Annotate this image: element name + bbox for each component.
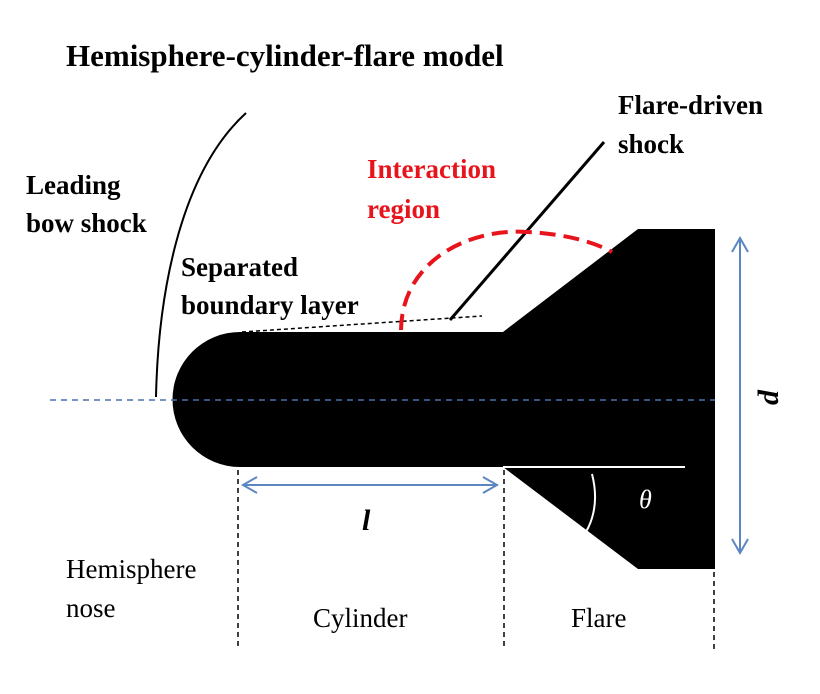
bow-shock-label-1: Leading (26, 170, 121, 200)
flare-driven-shock-label-2: shock (618, 129, 684, 159)
separated-boundary-layer-line (241, 315, 483, 333)
separated-layer-label-2: boundary layer (181, 290, 359, 320)
hemisphere-nose-label-1: Hemisphere (66, 554, 196, 584)
interaction-region-label-1: Interaction (367, 154, 496, 184)
length-symbol: l (362, 504, 371, 537)
diameter-dimension-arrow (731, 235, 749, 556)
diameter-symbol: d (752, 389, 785, 405)
separated-layer-label-1: Separated (181, 252, 298, 282)
flare-driven-shock-label-1: Flare-driven (618, 90, 763, 120)
model-body (172, 229, 715, 569)
angle-symbol: θ (639, 485, 652, 514)
diagram-title: Hemisphere-cylinder-flare model (66, 38, 504, 73)
interaction-region-arc (399, 229, 613, 331)
length-dimension-arrow (240, 476, 500, 494)
bow-shock-label-2: bow shock (26, 208, 147, 238)
cylinder-label: Cylinder (313, 603, 408, 633)
flare-angle-arc (567, 473, 596, 551)
interaction-region-label-2: region (367, 194, 440, 224)
flare-label: Flare (571, 603, 626, 633)
leading-bow-shock-curve (155, 112, 247, 398)
hemisphere-nose-label-2: nose (66, 593, 116, 623)
